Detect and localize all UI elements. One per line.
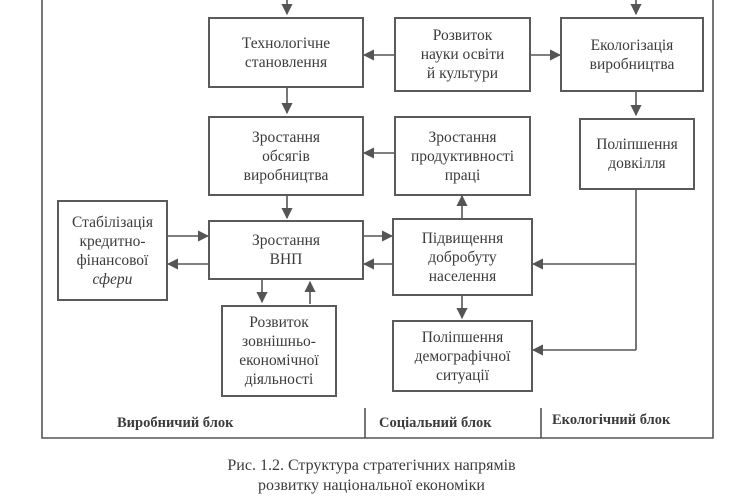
box-science-education-culture: Розвиток науки освіти й культури	[394, 17, 531, 92]
label-production-block: Виробничий блок	[117, 415, 234, 431]
box-productivity-growth: Зростання продуктивності праці	[394, 116, 531, 196]
box-gnp-growth: Зростання ВНП	[208, 220, 364, 280]
figure-caption-line-2: розвитку національної економіки	[258, 477, 485, 494]
figure-caption-line-1: Рис. 1.2. Структура стратегічних напрямі…	[227, 457, 516, 474]
box-production-ecologization: Екологізація виробництва	[560, 17, 704, 92]
label-ecological-block: Екологічний блок	[552, 412, 671, 428]
arrow-environment-to-welfare	[533, 190, 637, 350]
box-welfare-increase: Підвищення добробуту населення	[392, 218, 533, 296]
box-demographic-improvement: Поліпшення демографічної ситуації	[392, 320, 533, 392]
label-social-block: Соціальний блок	[379, 415, 492, 431]
box-production-growth: Зростання обсягів виробництва	[208, 116, 364, 196]
box-credit-financial-stabilization: Стабілізація кредитно- фінансової сфери	[57, 200, 168, 301]
box-environment-improvement: Поліпшення довкілля	[579, 118, 695, 190]
box-foreign-economic-activity: Розвиток зовнішньо- економічної діяльнос…	[221, 305, 337, 397]
outer-frame	[41, 0, 714, 439]
box-tech-formation: Технологічне становлення	[208, 17, 364, 88]
